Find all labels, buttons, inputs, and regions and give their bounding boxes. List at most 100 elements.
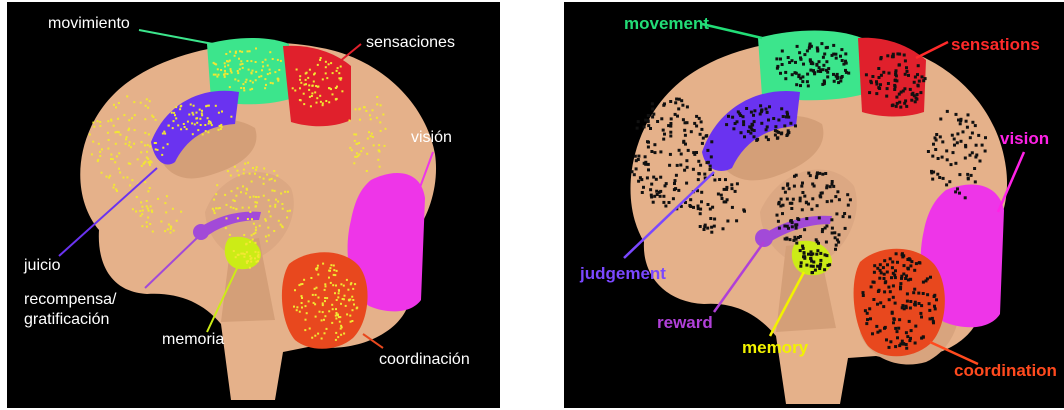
neuron-dot [722, 227, 725, 230]
neuron-dot [251, 88, 253, 90]
neuron-dot [125, 143, 127, 145]
neuron-dot [713, 179, 716, 182]
neuron-dot [974, 156, 977, 159]
neuron-dot [119, 172, 121, 174]
neuron-dot [371, 133, 373, 135]
neuron-dot [677, 107, 680, 110]
neuron-dot [293, 306, 295, 308]
neuron-dot [878, 277, 881, 280]
neuron-dot [914, 304, 917, 307]
neuron-dot [263, 195, 265, 197]
neuron-dot [215, 74, 217, 76]
neuron-dot [309, 96, 311, 98]
neuron-dot [269, 69, 271, 71]
neuron-dot [901, 340, 904, 343]
neuron-dot [330, 62, 332, 64]
neuron-dot [221, 126, 223, 128]
neuron-dot [354, 140, 356, 142]
neuron-dot [317, 265, 319, 267]
neuron-dot [975, 144, 978, 147]
brain-illustration-spanish [7, 2, 500, 408]
neuron-dot [252, 239, 254, 241]
neuron-dot [335, 308, 337, 310]
neuron-dot [919, 312, 922, 315]
neuron-dot [808, 47, 811, 50]
neuron-dot [128, 162, 130, 164]
neuron-dot [969, 136, 972, 139]
neuron-dot [146, 205, 148, 207]
neuron-dot [635, 159, 638, 162]
neuron-dot [263, 178, 265, 180]
neuron-dot [790, 207, 793, 210]
neuron-dot [215, 193, 217, 195]
neuron-dot [207, 131, 209, 133]
neuron-dot [838, 233, 841, 236]
neuron-dot [246, 60, 248, 62]
neuron-dot [255, 227, 257, 229]
neuron-dot [669, 153, 672, 156]
neuron-dot [248, 69, 250, 71]
neuron-dot [312, 294, 314, 296]
neuron-dot [892, 317, 895, 320]
neuron-dot [244, 253, 246, 255]
neuron-dot [832, 185, 835, 188]
neuron-dot [891, 266, 894, 269]
label-movement: movement [624, 15, 709, 32]
neuron-dot [931, 155, 934, 158]
neuron-dot [663, 133, 666, 136]
neuron-dot [818, 60, 821, 63]
neuron-dot [263, 168, 265, 170]
neuron-dot [709, 168, 712, 171]
neuron-dot [193, 105, 195, 107]
neuron-dot [330, 264, 332, 266]
neuron-dot [97, 120, 99, 122]
neuron-dot [147, 158, 149, 160]
neuron-dot [347, 289, 349, 291]
neuron-dot [834, 195, 837, 198]
neuron-dot [984, 136, 987, 139]
neuron-dot [322, 263, 324, 265]
neuron-dot [353, 304, 355, 306]
neuron-dot [816, 46, 819, 49]
neuron-dot [256, 166, 258, 168]
neuron-dot [831, 232, 834, 235]
neuron-dot [263, 183, 265, 185]
neuron-dot [336, 270, 338, 272]
neuron-dot [698, 172, 701, 175]
neuron-dot [115, 143, 117, 145]
neuron-dot [765, 128, 768, 131]
neuron-dot [243, 234, 245, 236]
neuron-dot [264, 87, 266, 89]
neuron-dot [92, 141, 94, 143]
neuron-dot [710, 155, 713, 158]
neuron-dot [973, 167, 976, 170]
neuron-dot [925, 279, 928, 282]
neuron-dot [654, 151, 657, 154]
neuron-dot [909, 337, 912, 340]
neuron-dot [879, 83, 882, 86]
neuron-dot [106, 176, 108, 178]
neuron-dot [909, 300, 912, 303]
movement-leader [702, 24, 762, 38]
neuron-dot [664, 184, 667, 187]
neuron-dot [187, 121, 189, 123]
neuron-dot [249, 50, 251, 52]
neuron-dot [806, 73, 809, 76]
neuron-dot [884, 281, 887, 284]
neuron-dot [660, 117, 663, 120]
neuron-dot [676, 164, 679, 167]
neuron-dot [340, 334, 342, 336]
neuron-dot [862, 294, 865, 297]
neuron-dot [272, 82, 274, 84]
neuron-dot [147, 190, 149, 192]
neuron-dot [200, 124, 202, 126]
neuron-dot [659, 150, 662, 153]
neuron-dot [328, 270, 330, 272]
neuron-dot [822, 56, 825, 59]
neuron-dot [734, 122, 737, 125]
neuron-dot [800, 185, 803, 188]
neuron-dot [180, 211, 182, 213]
neuron-dot [799, 249, 802, 252]
neuron-dot [262, 61, 264, 63]
neuron-dot [886, 263, 889, 266]
